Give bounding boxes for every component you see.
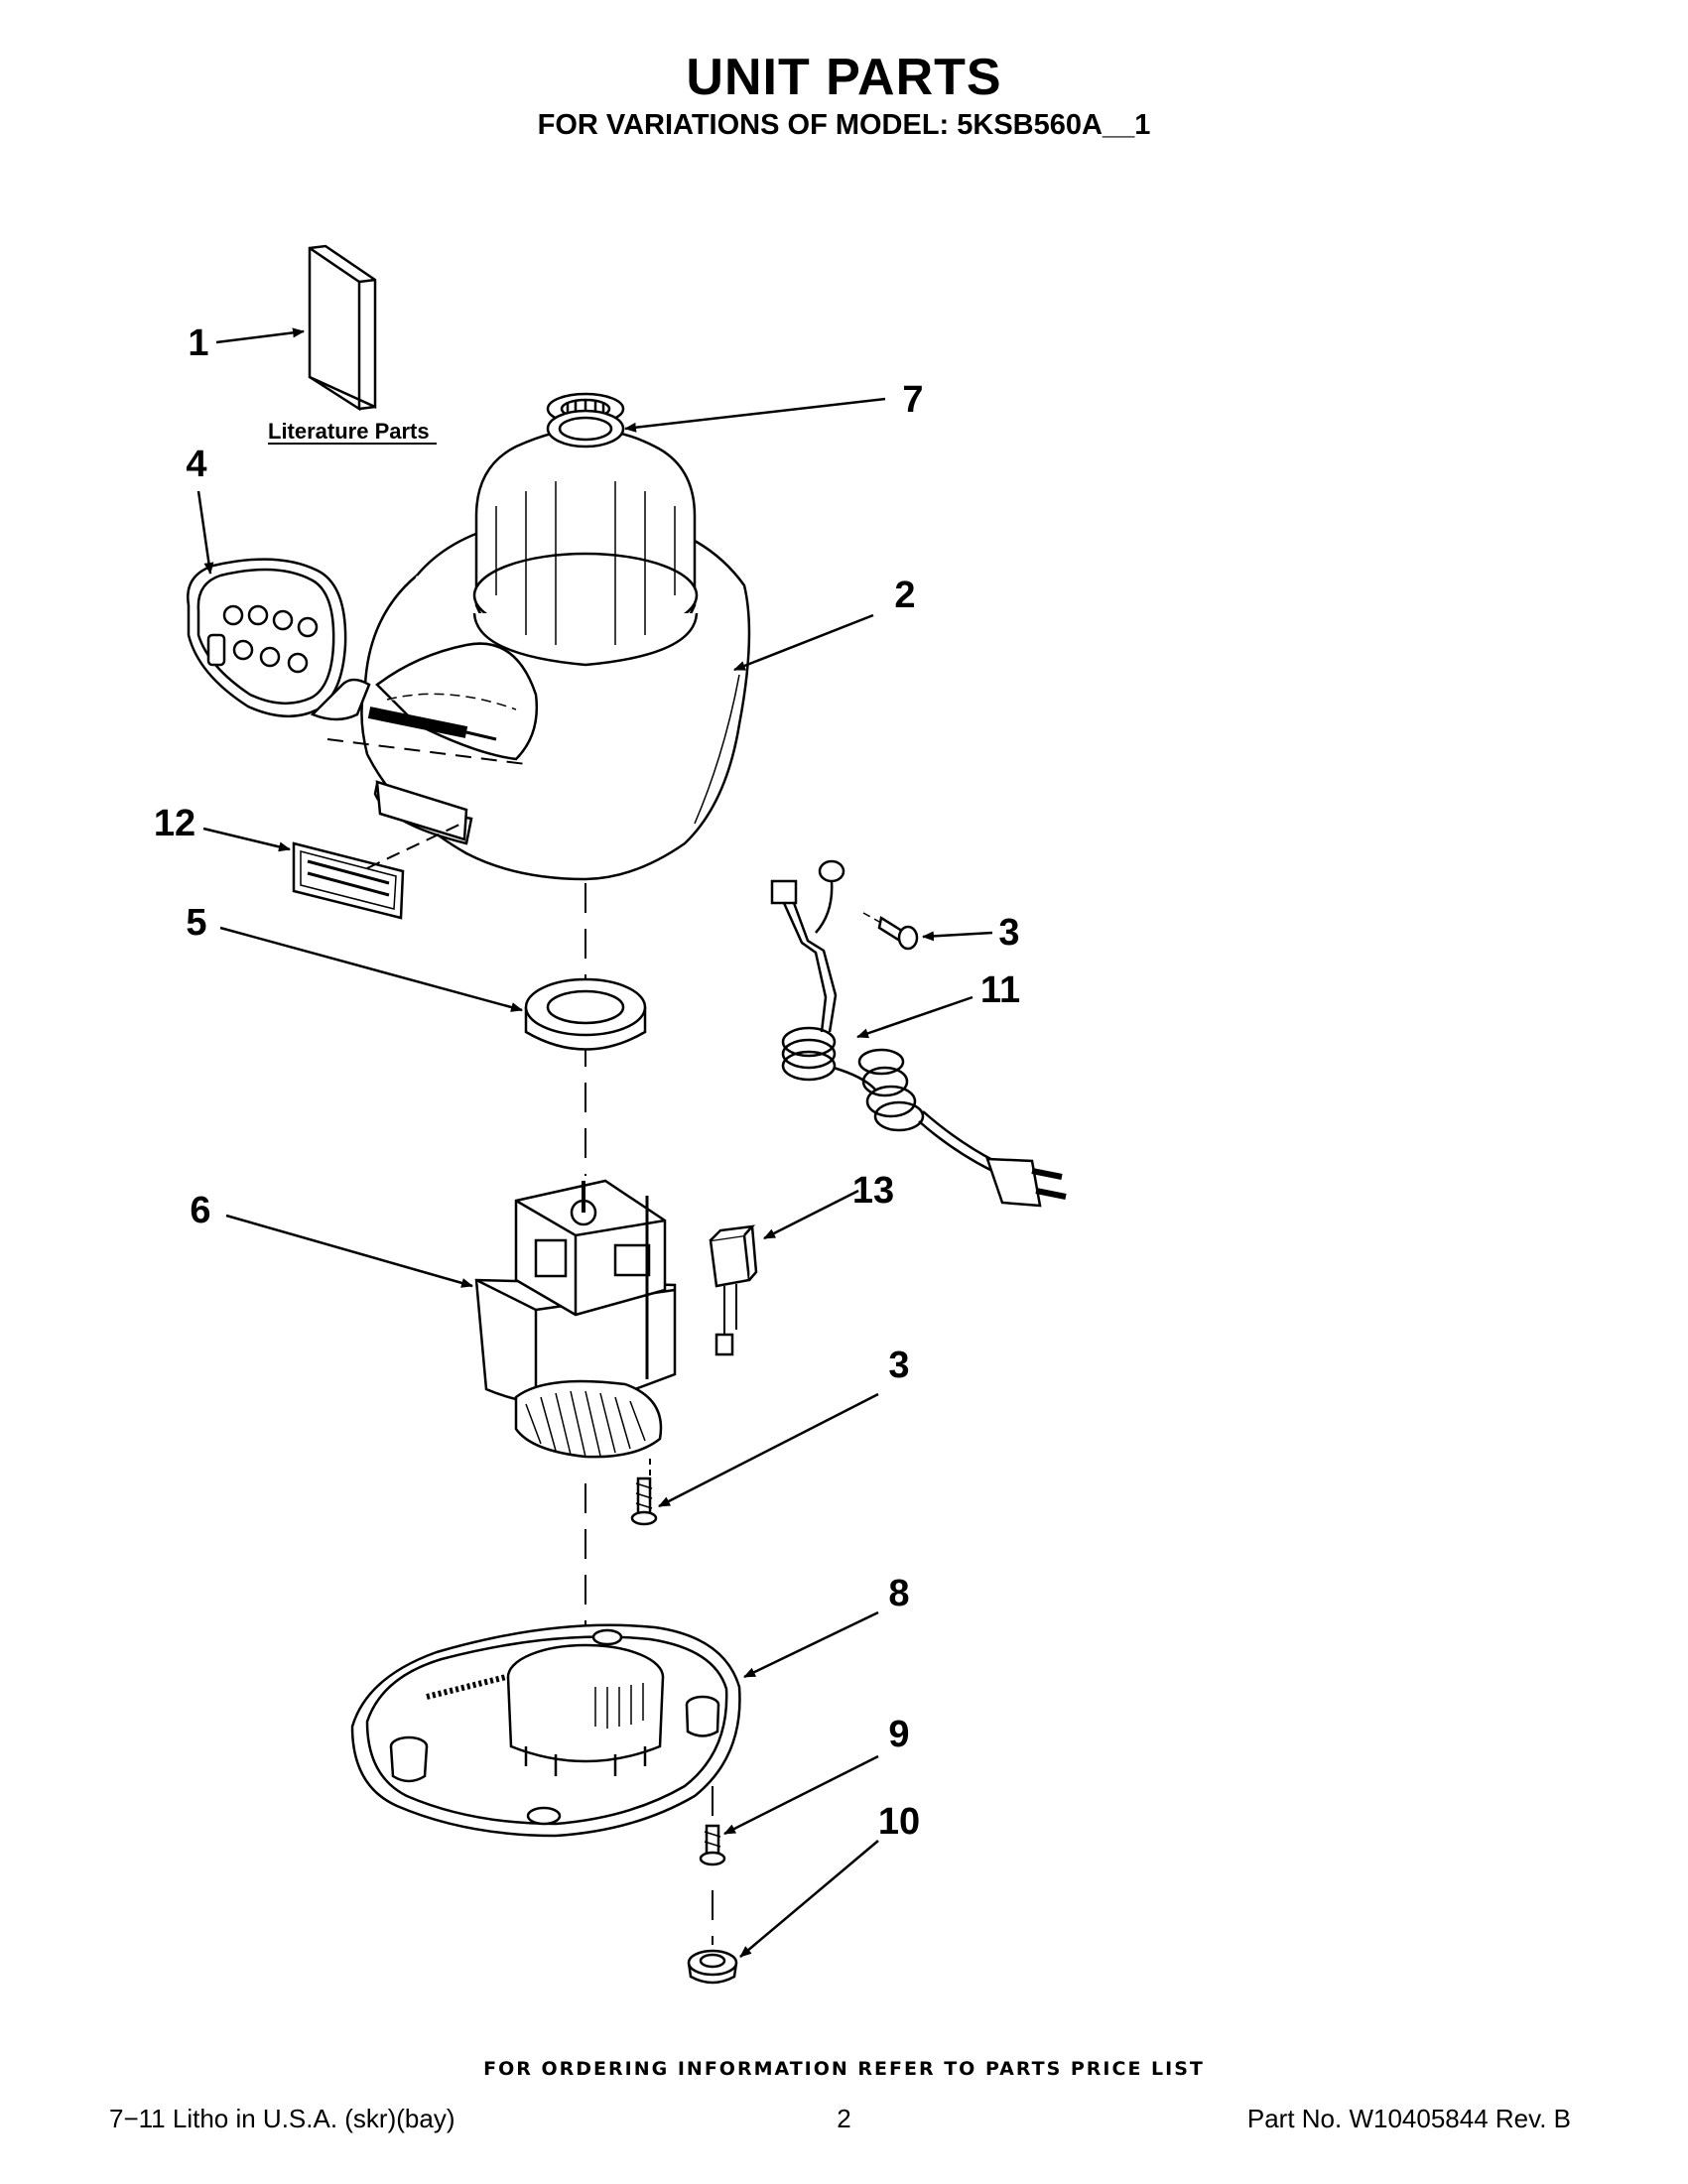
leader-4 [196, 490, 214, 575]
brand-badge [292, 841, 405, 920]
leader-12 [202, 827, 291, 852]
callout-5: 5 [186, 902, 206, 944]
screw-motor [630, 1477, 658, 1526]
callout-2: 2 [894, 575, 915, 616]
leader-1 [215, 327, 305, 344]
leader-9 [723, 1754, 879, 1836]
base-plate [350, 1623, 741, 1838]
ribbon-cable [326, 707, 527, 765]
callout-13: 13 [852, 1170, 894, 1212]
motor-assembly [474, 1179, 677, 1478]
callout-3a: 3 [998, 912, 1019, 954]
screw-top [862, 912, 919, 951]
leader-6 [225, 1214, 473, 1288]
leader-11 [856, 995, 974, 1039]
capacitor [709, 1224, 758, 1356]
leader-7 [624, 397, 886, 433]
badge-guide-line [366, 823, 462, 869]
leader-3a [922, 931, 993, 942]
part-number: Part No. W10405844 Rev. B [1246, 2104, 1571, 2133]
page-number: 2 [837, 2104, 851, 2133]
callout-8: 8 [888, 1573, 909, 1614]
callout-6: 6 [190, 1190, 210, 1231]
leader-5 [219, 926, 523, 1012]
leader-lines [196, 327, 993, 1958]
leader-2 [733, 613, 874, 672]
model-subtitle: FOR VARIATIONS OF MODEL: 5KSB560A__1 [537, 109, 1151, 141]
callout-7: 7 [902, 379, 923, 421]
callout-9: 9 [888, 1714, 909, 1755]
callout-12: 12 [154, 803, 195, 844]
litho-info: 7−11 Litho in U.S.A. (skr)(bay) [109, 2104, 455, 2133]
motor-housing [360, 409, 751, 881]
power-cord [770, 859, 1067, 1208]
callout-3b: 3 [888, 1345, 909, 1386]
leader-13 [763, 1189, 859, 1240]
leader-10 [739, 1840, 879, 1958]
callout-11: 11 [980, 969, 1020, 1011]
callout-10: 10 [878, 1801, 920, 1843]
ordering-note: FOR ORDERING INFORMATION REFER TO PARTS … [483, 2058, 1205, 2080]
callout-4: 4 [186, 444, 206, 485]
leader-3b [658, 1392, 879, 1508]
page-title: UNIT PARTS [686, 49, 1002, 106]
callout-1: 1 [188, 322, 208, 364]
control-panel [187, 558, 371, 721]
literature-booklet [308, 244, 377, 412]
leader-8 [743, 1610, 879, 1679]
screw-base [699, 1824, 726, 1866]
seal-ring [524, 977, 647, 1051]
rubber-foot [687, 1949, 738, 1985]
literature-parts-label: Literature Parts [268, 419, 430, 444]
